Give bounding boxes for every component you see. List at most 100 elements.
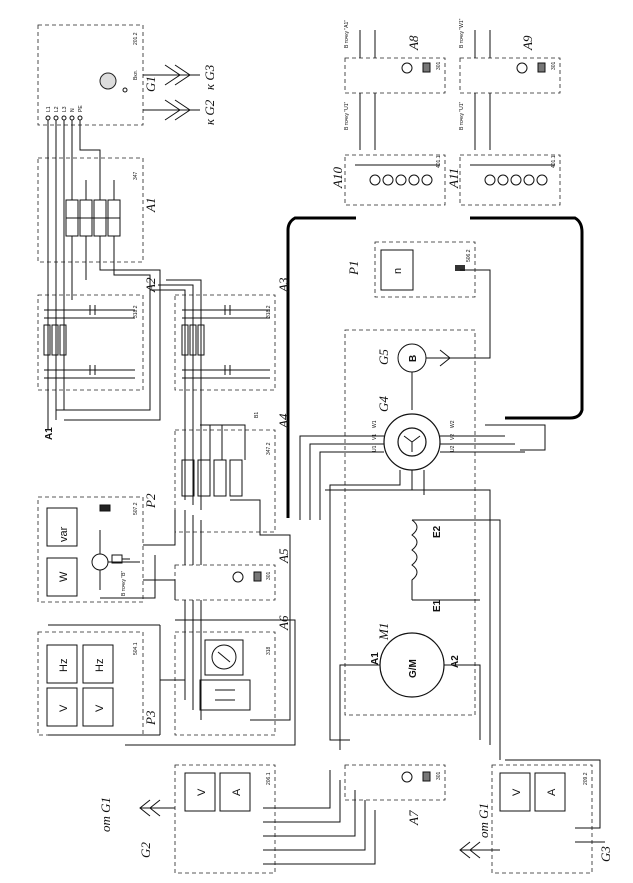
a8-a9-wires [359, 30, 491, 150]
a6-code: 318 [266, 646, 272, 655]
p3-hz1-display [82, 644, 114, 684]
arrow-to-g3 [143, 64, 200, 86]
a6-circuit [199, 639, 251, 711]
a2-label: A2 [143, 277, 158, 293]
a9-bottom-text: В точку "U1" [459, 101, 465, 130]
a1-transformers [65, 199, 121, 237]
p2-circuit [91, 504, 140, 590]
g5-arrow [426, 349, 455, 367]
p3-label: P3 [143, 710, 158, 726]
arrow-to-g2 [143, 99, 200, 121]
p3-v1-display [82, 687, 114, 727]
g1-terminals: L1 L2 L3 N PE [46, 105, 84, 112]
a2-box [37, 294, 144, 391]
g2-code: 206.1 [266, 772, 272, 785]
g5-label: G5 [376, 349, 391, 365]
g1-power-source [45, 72, 128, 121]
a5-wiring [184, 499, 291, 721]
a4-code: 347.2 [266, 442, 272, 455]
main-bus [286, 216, 584, 518]
p3-v1-text: V [94, 704, 106, 712]
svg-text:U2: U2 [450, 445, 456, 452]
a9-code: 301 [551, 61, 557, 70]
svg-text:W2: W2 [450, 420, 456, 428]
g3-from: от G1 [476, 803, 491, 838]
point-b1: B1 [254, 412, 260, 418]
svg-text:L3: L3 [62, 106, 68, 112]
p1-code: 506.2 [466, 249, 472, 262]
a5-label: A5 [276, 548, 291, 564]
g2-label: G2 [138, 842, 153, 858]
a10-meters [355, 164, 440, 186]
a2-chokes [43, 305, 135, 379]
p2-var-text: var [58, 526, 70, 542]
g4-star [403, 435, 421, 452]
a6-label: A6 [276, 615, 291, 631]
a8-bottom-text: В точку "U1" [344, 101, 350, 130]
g2-a-display [219, 772, 251, 812]
m1-e1: E1 [432, 599, 443, 612]
point-a1: A1 [44, 427, 55, 440]
g2-box [174, 764, 276, 874]
switch-indicators [232, 62, 546, 783]
g3-code: 209.2 [583, 772, 589, 785]
p2-label: P2 [143, 493, 158, 509]
g2-wiring [139, 770, 376, 865]
p3-code: 504.1 [133, 642, 139, 655]
a3-label: A3 [276, 277, 291, 293]
a7-label: A7 [406, 810, 421, 826]
p1-label: P1 [346, 261, 361, 276]
a4-box [174, 429, 276, 533]
m1-field-winding [411, 519, 418, 600]
m1-symbol: G/M [408, 659, 419, 678]
g4-to-bus [485, 424, 546, 451]
a3-box [174, 294, 276, 391]
p3-v2-text: V [58, 704, 70, 712]
g1-switch: Вкл. [133, 70, 139, 80]
svg-text:L1: L1 [46, 106, 52, 112]
a8-box [344, 57, 446, 94]
a7-code: 301 [436, 771, 442, 780]
a7-box [344, 764, 446, 801]
m1-label: M1 [376, 623, 391, 641]
p2-wiring [100, 510, 176, 600]
m1-e2: E2 [432, 525, 443, 538]
g4-terminals: U1 V1 W1 U2 V2 W2 [372, 420, 456, 452]
g1-code: 201.2 [133, 32, 139, 45]
p1-display-box [380, 249, 414, 291]
g2-a-text: A [231, 788, 243, 796]
a11-box [459, 154, 561, 206]
a8-code: 301 [436, 61, 442, 70]
svg-text:U1: U1 [372, 445, 378, 452]
arrow-g2-label: к G2 [202, 99, 217, 125]
m1-wires [325, 489, 491, 750]
g3-a-text: A [546, 788, 558, 796]
g4-rotor [397, 427, 427, 457]
p2-w-display [46, 557, 78, 597]
p3-v2-display [46, 687, 78, 727]
svg-text:W1: W1 [372, 420, 378, 428]
g3-v-text: V [511, 788, 523, 796]
g1-label: G1 [143, 76, 158, 92]
a9-box [459, 57, 561, 94]
a11-label: A11 [446, 168, 461, 189]
p1-connector [455, 265, 465, 271]
p2-box [37, 496, 144, 603]
svg-text:N: N [70, 108, 76, 112]
a10-label: A10 [330, 167, 345, 189]
p3-hz2-display [46, 644, 78, 684]
g4-label: G4 [376, 396, 391, 412]
a3-chokes [181, 305, 270, 379]
a8-top-text: В точку "А1" [344, 20, 350, 48]
wires-a2-a3 [150, 279, 202, 510]
p1-display-text: n [392, 268, 404, 274]
g5-symbol: B [408, 355, 419, 362]
g2-v-display [184, 772, 216, 812]
a11-meters [470, 164, 555, 186]
p2-var-display [46, 507, 78, 547]
g3-a-display [534, 772, 566, 812]
a3-code: 318.2 [266, 305, 272, 318]
svg-text:V2: V2 [450, 434, 456, 440]
p3-hz1-text: Hz [94, 659, 106, 672]
g3-v-display [499, 772, 531, 812]
